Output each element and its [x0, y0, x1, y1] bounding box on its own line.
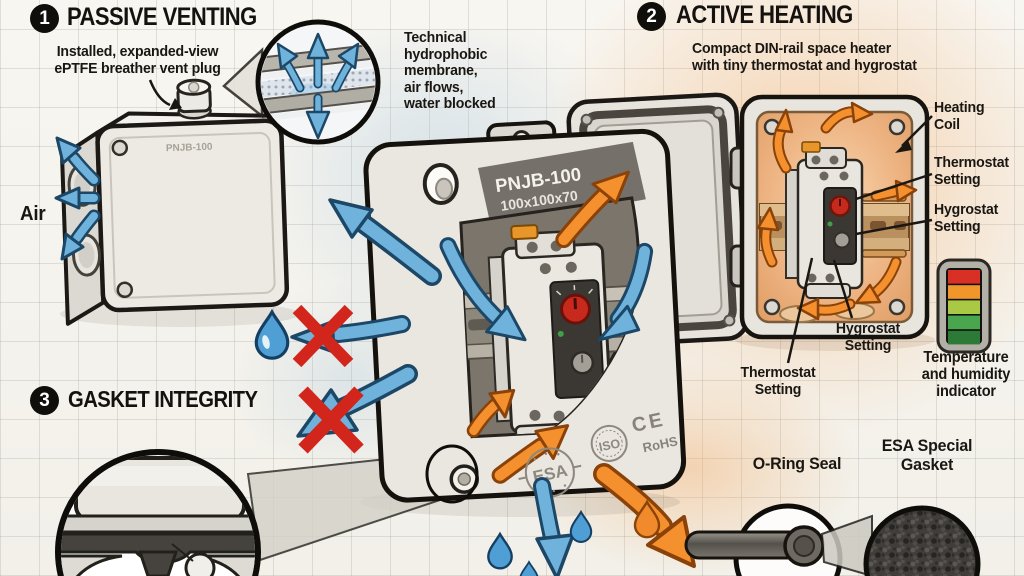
- iso-stamp: ISO: [598, 436, 622, 454]
- indicator-band-darkgreen: [948, 330, 980, 345]
- section-2-title: ACTIVE HEATING: [676, 1, 853, 29]
- section-1-badge: 1: [30, 4, 59, 33]
- heater-subtitle: Compact DIN-rail space heater with tiny …: [692, 40, 917, 74]
- air-label: Air: [20, 203, 46, 225]
- membrane-magnifier: [255, 19, 381, 145]
- small-box-model-label: PNJB-100: [166, 142, 213, 155]
- indicator-band-lightgreen: [948, 300, 980, 314]
- rohs-mark: RoHS: [641, 433, 679, 455]
- hygrostat-knob: [833, 231, 851, 249]
- section-2-badge: 2: [637, 2, 666, 31]
- section-3-title: GASKET INTEGRITY: [68, 386, 258, 412]
- indicator-band-green: [948, 315, 980, 330]
- water-drop-icon: [254, 308, 661, 576]
- vent-plug-note: Installed, expanded-view ePTFE breather …: [54, 43, 221, 77]
- heater-box: [739, 94, 930, 340]
- thermostat-label: Thermostat Setting: [934, 154, 1009, 188]
- corner-detail-ring: [425, 444, 479, 504]
- indicator-band-orange: [948, 285, 980, 299]
- air-out-arrows: [54, 136, 101, 261]
- section-1-title: PASSIVE VENTING: [67, 3, 257, 31]
- thermostat-label-bottom: Thermostat Setting: [740, 364, 816, 398]
- membrane-note: Technical hydrophobic membrane, air flow…: [404, 29, 496, 112]
- heater-device: [785, 141, 864, 299]
- gasket-magnifier: [55, 449, 261, 576]
- hygrostat-label-bottom: Hygrostat Setting: [835, 320, 901, 354]
- special-gasket-label: ESA Special Gasket: [881, 436, 973, 474]
- special-gasket-detail: [863, 505, 981, 576]
- plug-note-arrow: [148, 79, 182, 110]
- membrane-air-arrows: [276, 32, 360, 139]
- hygrostat-label: Hygrostat Setting: [934, 201, 999, 235]
- section-3-badge: 3: [30, 386, 59, 415]
- indicator-band-red: [948, 270, 980, 284]
- temp-humidity-indicator: [936, 258, 992, 354]
- oring-label: O-Ring Seal: [752, 454, 842, 473]
- blocked-cross-icon: [292, 304, 354, 368]
- gasket-zoom-cone: [820, 514, 873, 576]
- heater-leader-lines: [786, 115, 933, 364]
- breather-vent-plug: [176, 78, 212, 120]
- indicator-label: Temperature and humidity indicator: [921, 349, 1011, 401]
- blocked-cross-icon-2: [298, 386, 364, 454]
- center-junction-box: PNJB-100 100x100x70: [363, 120, 687, 503]
- heat-drop-icon: [633, 499, 661, 539]
- oring-detail: [684, 503, 843, 576]
- cutaway-flow-arrows: [439, 170, 654, 484]
- heating-coil-label: Heating Coil: [934, 99, 985, 133]
